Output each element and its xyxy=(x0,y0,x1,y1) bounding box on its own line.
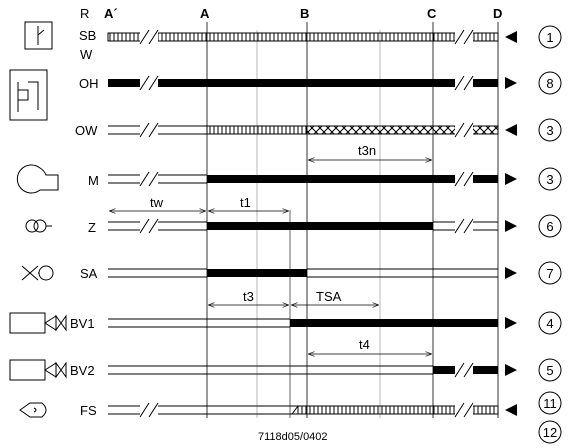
terminal-number: 1 xyxy=(546,30,553,45)
terminal-number: 5 xyxy=(546,363,553,378)
input-arrow-icon xyxy=(505,31,517,43)
row-bv1: BV1 4 xyxy=(9,311,562,335)
flame-detector-icon xyxy=(19,402,47,418)
sb-label-w: W xyxy=(80,47,93,62)
output-arrow-icon xyxy=(505,317,517,329)
t1-label: t1 xyxy=(240,195,251,210)
terminal-number: 7 xyxy=(546,266,553,281)
output-arrow-icon xyxy=(505,220,517,232)
tsa-label: TSA xyxy=(316,289,342,304)
sb-break-gap xyxy=(140,30,158,44)
sa-label: SA xyxy=(80,266,98,281)
output-arrow-icon xyxy=(505,77,517,89)
row-oh: OH 8 xyxy=(9,69,562,121)
sb-label-sb: SB xyxy=(79,28,96,43)
terminal-badge xyxy=(538,25,562,49)
terminal-badge xyxy=(538,71,562,95)
interval-tw: tw xyxy=(110,195,205,211)
row-ow: OW 3 xyxy=(75,118,562,142)
row-sb: R SB W 1 xyxy=(24,6,562,62)
column-b-label: B xyxy=(300,6,309,21)
oil-preheater-icon xyxy=(9,69,48,121)
output-arrow-icon xyxy=(505,364,517,376)
terminal-number: 8 xyxy=(546,76,553,91)
burner-motor-icon xyxy=(16,164,59,194)
input-arrow-icon xyxy=(505,404,517,416)
input-arrow-icon xyxy=(505,124,517,136)
terminal-number: 11 xyxy=(543,396,557,411)
oh-signal xyxy=(108,79,498,87)
terminal-number: 6 xyxy=(546,219,553,234)
bv1-label: BV1 xyxy=(70,316,95,331)
terminal-number: 4 xyxy=(546,316,553,331)
interval-tsa: TSA xyxy=(292,289,378,305)
terminal-number: 12 xyxy=(543,425,557,440)
tw-label: tw xyxy=(150,195,164,210)
bv2-label: BV2 xyxy=(70,363,95,378)
actuator-icon xyxy=(21,265,54,281)
fuel-valve-2-icon xyxy=(9,359,67,381)
fs-label: FS xyxy=(80,403,97,418)
m-label: M xyxy=(88,173,99,188)
fuel-valve-1-icon xyxy=(9,312,67,334)
row-bv2: BV2 5 xyxy=(9,358,562,382)
output-arrow-icon xyxy=(505,267,517,279)
terminal-number: 3 xyxy=(546,172,553,187)
t4-label: t4 xyxy=(359,337,370,352)
row-m: M 3 xyxy=(16,164,562,194)
t3n-label: t3n xyxy=(358,143,376,158)
interval-t3: t3 xyxy=(209,289,288,305)
z-label: Z xyxy=(88,220,96,235)
thermostat-switch-icon xyxy=(24,21,53,50)
interval-t1: t1 xyxy=(209,195,288,211)
row-sa: SA 7 xyxy=(21,261,562,285)
footer-code: 7118d05/0402 xyxy=(258,431,328,443)
ignition-transformer-icon xyxy=(25,219,52,233)
column-a-prime-label: A´ xyxy=(104,6,118,21)
output-arrow-icon xyxy=(505,173,517,185)
column-a-label: A xyxy=(200,6,210,21)
t3-label: t3 xyxy=(243,289,254,304)
row-fs: FS 11 12 xyxy=(19,391,562,444)
sb-label-r: R xyxy=(80,6,89,21)
column-d-label: D xyxy=(493,6,502,21)
terminal-number: 3 xyxy=(546,123,553,138)
oh-label: OH xyxy=(79,76,99,91)
interval-t4: t4 xyxy=(309,337,431,354)
row-z: Z 6 xyxy=(25,214,562,238)
ow-label: OW xyxy=(75,123,98,138)
interval-t3n: t3n xyxy=(309,143,431,160)
column-c-label: C xyxy=(427,6,437,21)
